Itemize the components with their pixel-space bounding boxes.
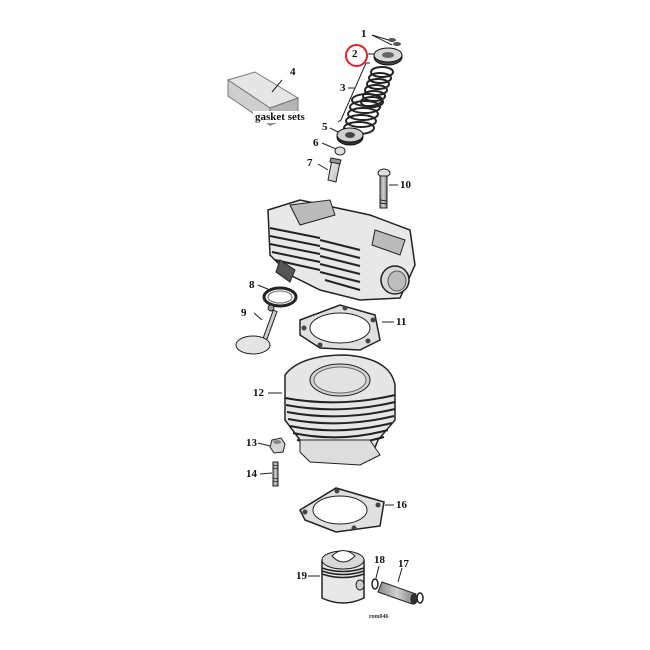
callout-2[interactable]: 2 bbox=[352, 48, 358, 60]
callout-8[interactable]: 8 bbox=[249, 279, 255, 291]
callout-1[interactable]: 1 bbox=[361, 28, 367, 40]
cylinder-part[interactable] bbox=[268, 354, 396, 466]
callout-12[interactable]: 16 bbox=[396, 499, 407, 511]
valve-seat-part[interactable] bbox=[257, 284, 298, 308]
callout-18[interactable]: 18 bbox=[374, 554, 385, 566]
callout-19[interactable]: 19 bbox=[296, 570, 307, 582]
gasket-sets-label: gasket sets bbox=[253, 111, 307, 123]
head-gasket-part[interactable] bbox=[299, 304, 394, 351]
valve-part[interactable] bbox=[235, 304, 278, 355]
base-gasket-part[interactable] bbox=[299, 487, 394, 533]
callout-13[interactable]: 12 bbox=[253, 387, 264, 399]
callout-11[interactable]: 11 bbox=[396, 316, 407, 328]
callout-10[interactable]: 10 bbox=[400, 179, 411, 191]
stud-part[interactable] bbox=[259, 461, 279, 487]
cylinder-head-part[interactable] bbox=[267, 199, 416, 301]
valve-guide-part[interactable] bbox=[317, 157, 342, 183]
callout-9[interactable]: 9 bbox=[241, 307, 247, 319]
valve-seal-part[interactable] bbox=[321, 142, 346, 156]
piston-pin-part[interactable] bbox=[377, 567, 418, 605]
valve-keepers-part[interactable] bbox=[371, 34, 401, 46]
valve-springs-part[interactable] bbox=[337, 62, 394, 135]
callout-3[interactable]: 3 bbox=[340, 82, 346, 94]
callout-17[interactable]: 17 bbox=[398, 558, 409, 570]
highlight-ring bbox=[345, 44, 368, 67]
lower-spring-collar-part[interactable] bbox=[329, 127, 364, 146]
callout-6[interactable]: 6 bbox=[313, 137, 319, 149]
callout-14[interactable]: 13 bbox=[246, 437, 257, 449]
upper-spring-collar-part[interactable] bbox=[368, 47, 403, 66]
nut-part[interactable] bbox=[257, 437, 286, 454]
head-bolt-part[interactable] bbox=[377, 168, 398, 209]
callout-16[interactable]: 14 bbox=[246, 468, 257, 480]
callout-4[interactable]: 4 bbox=[290, 66, 296, 78]
piston-part[interactable] bbox=[308, 550, 365, 604]
reference-code: rom046 bbox=[369, 614, 389, 620]
callout-7[interactable]: 7 bbox=[307, 157, 313, 169]
callout-5[interactable]: 5 bbox=[322, 121, 328, 133]
